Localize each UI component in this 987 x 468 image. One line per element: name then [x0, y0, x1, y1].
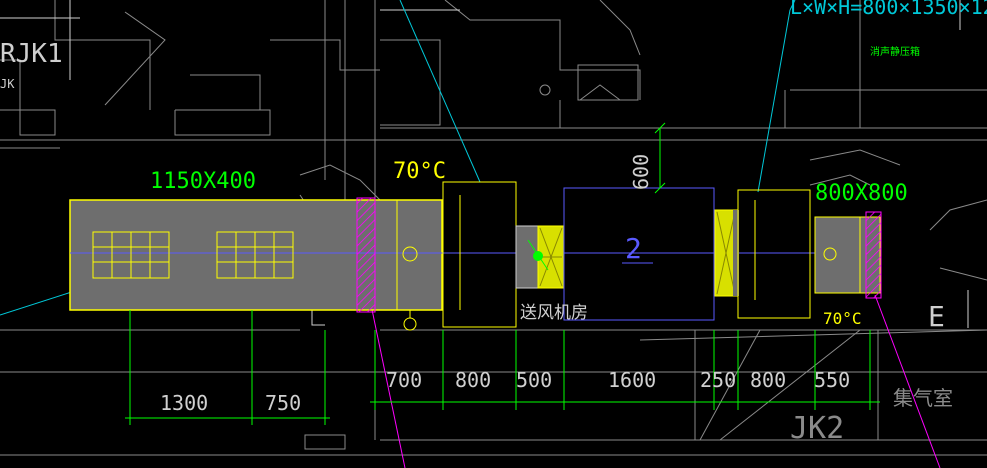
room-supply-label: 送风机房	[520, 303, 588, 323]
dim-chain-left	[125, 310, 330, 425]
dim-value: 750	[265, 391, 301, 415]
fire-damper-left	[356, 197, 376, 313]
dim-chain-bottom	[370, 330, 880, 410]
ahu-unit-2	[563, 187, 715, 321]
ahu-section-1	[442, 181, 517, 328]
ahu-section-3	[737, 189, 811, 319]
letter-e: E	[928, 300, 945, 333]
top-right-small: 消声静压箱	[870, 45, 920, 58]
dim-values-bottom: 700 800 500 1600 250 800 550	[386, 368, 850, 392]
dim-value: 500	[516, 368, 552, 392]
unit-number: 2	[625, 232, 642, 265]
duct-left-body	[69, 199, 443, 311]
dim-value: 550	[814, 368, 850, 392]
dim-value: 800	[455, 368, 491, 392]
room-collect-label: 集气室	[893, 386, 953, 410]
dim-values-left: 1300 750	[160, 391, 301, 415]
dim-vertical-label: 600	[629, 154, 653, 190]
fire-damper-right	[865, 211, 882, 299]
dim-value: 1600	[608, 368, 656, 392]
grille-left	[92, 231, 170, 279]
dim-value: 700	[386, 368, 422, 392]
section-lines	[369, 294, 941, 468]
temp-left: 70°C	[393, 159, 446, 184]
white-details	[0, 0, 969, 328]
dim-value: 250	[700, 368, 736, 392]
room-tag: JK2	[790, 411, 844, 446]
temp-right: 70°C	[823, 309, 862, 328]
dim-value: 1300	[160, 391, 208, 415]
top-left-sub: JK	[0, 77, 15, 91]
damper-left	[396, 200, 418, 331]
fan-section-right	[714, 209, 739, 297]
top-left-tag: RJK1	[0, 39, 63, 69]
damper-right-circle	[823, 247, 837, 261]
dim-vertical	[654, 122, 666, 194]
duct-right-size: 800X800	[815, 181, 908, 206]
duct-left-size: 1150X400	[150, 169, 256, 194]
grille-right	[216, 231, 294, 279]
top-spec-label: L×W×H=800×1350×1200	[790, 0, 987, 19]
dim-value: 800	[750, 368, 786, 392]
fan-section	[515, 225, 565, 289]
